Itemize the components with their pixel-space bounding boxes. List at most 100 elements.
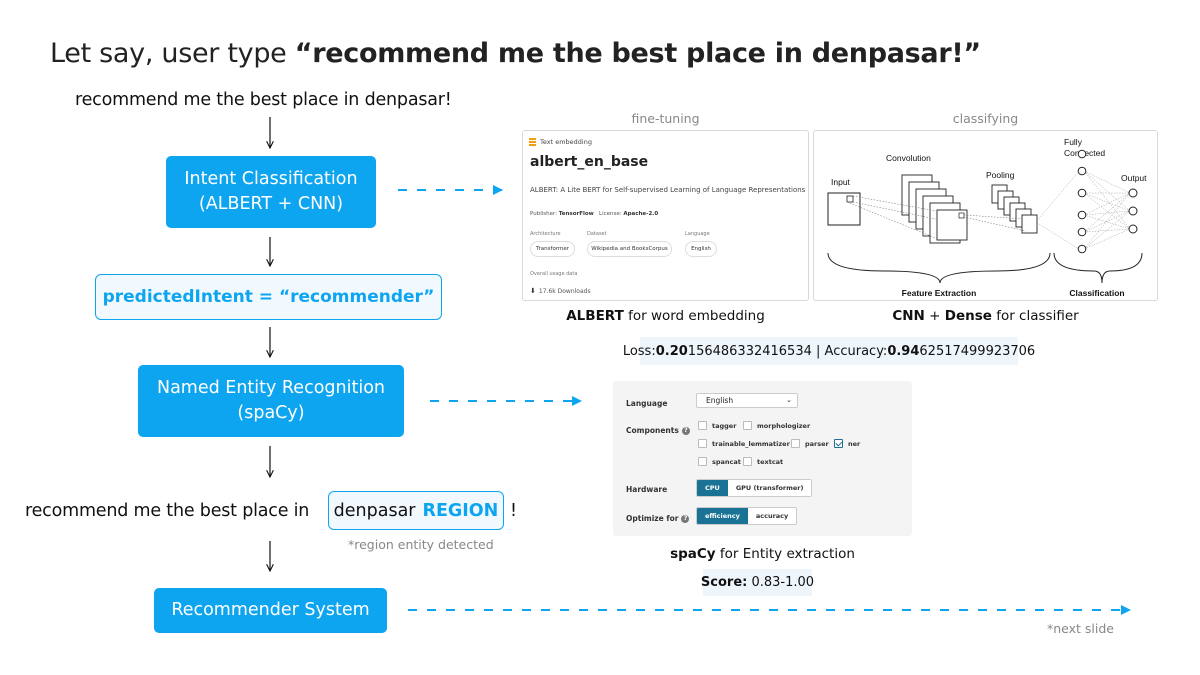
accuracy-bold: 0.94 (887, 343, 920, 359)
architecture-chip[interactable]: Transformer (530, 241, 575, 257)
optimize-accuracy-option[interactable]: accuracy (755, 512, 789, 520)
component-ner-label: ner (848, 439, 861, 448)
loss-label: Loss: (622, 343, 656, 359)
optimize-label: Optimize for? (626, 514, 690, 523)
language-select[interactable]: English ⌄ (696, 393, 798, 408)
classifying-heading: classifying (952, 111, 1019, 126)
optimize-label-text: Optimize for (626, 514, 679, 523)
next-slide-note: *next slide (1047, 621, 1114, 636)
intent-box-line2: (ALBERT + CNN) (198, 194, 344, 214)
intent-box-line1: Intent Classification (184, 169, 358, 189)
output-nodes (1128, 188, 1138, 234)
language-chip[interactable]: English (685, 241, 717, 257)
component-tagger[interactable]: tagger (698, 421, 736, 430)
ner-box-line2: (spaCy) (237, 403, 305, 423)
cnn-caption: CNN + Dense for classifier (813, 308, 1158, 324)
component-trainable-lemmatizer-label: trainable_lemmatizer (712, 439, 790, 448)
slide-title: Let say, user type “recommend me the bes… (50, 38, 981, 69)
entity-label: REGION (422, 500, 499, 521)
usage-label: Overall usage data (530, 271, 578, 277)
predicted-intent-box: predictedIntent = “recommender” (95, 274, 442, 320)
downloads: ⬇17.6k Downloads (530, 287, 591, 295)
optimize-toggle[interactable]: efficiency accuracy (696, 507, 798, 525)
albert-caption: ALBERT for word embedding (522, 308, 809, 324)
architecture-label: Architecture (530, 231, 561, 237)
checkbox-trainable-lemmatizer[interactable] (698, 439, 707, 448)
albert-caption-rest: for word embedding (623, 308, 765, 324)
output-label: Output (1121, 173, 1147, 183)
input-sentence: recommend me the best place in denpasar! (75, 90, 452, 110)
component-trainable-lemmatizer[interactable]: trainable_lemmatizer (698, 439, 790, 448)
publisher-label: Publisher: (530, 211, 558, 217)
component-ner[interactable]: ner (834, 439, 860, 448)
entity-sentence-prefix: recommend me the best place in (25, 501, 310, 521)
accuracy-label: Accuracy: (824, 343, 888, 359)
checkbox-parser[interactable] (791, 439, 800, 448)
cnn-diagram: Input Convolution Pooling (827, 137, 1147, 298)
score-value: 0.83-1.00 (747, 575, 815, 590)
hardware-cpu-option[interactable]: CPU (697, 480, 728, 496)
input-square (827, 192, 861, 226)
download-icon: ⬇ (530, 287, 536, 295)
hardware-label: Hardware (626, 485, 668, 494)
ner-box-line1: Named Entity Recognition (156, 378, 385, 398)
checkbox-textcat[interactable] (743, 457, 752, 466)
input-conv-lines (846, 195, 939, 240)
metrics-separator: | (811, 343, 825, 359)
publisher-meta: Publisher: TensorFlow (530, 211, 594, 217)
component-morphologizer[interactable]: morphologizer (743, 421, 810, 430)
convolution-label: Convolution (886, 153, 931, 163)
help-icon[interactable]: ? (681, 514, 690, 523)
cnn-caption-mid: + (924, 308, 945, 324)
cnn-caption-bold1: CNN (892, 308, 925, 324)
component-spancat[interactable]: spancat (698, 457, 741, 466)
loss-bold: 0.20 (655, 343, 688, 359)
license-value: Apache-2.0 (623, 211, 659, 217)
chevron-down-icon: ⌄ (786, 396, 792, 404)
fc-connections (1036, 170, 1131, 250)
fc-nodes (1077, 149, 1087, 254)
help-icon[interactable]: ? (681, 426, 690, 435)
checkbox-morphologizer[interactable] (743, 421, 752, 430)
component-tagger-label: tagger (712, 421, 737, 430)
checkbox-spancat[interactable] (698, 457, 707, 466)
cnn-caption-rest: for classifier (991, 308, 1079, 324)
component-parser-label: parser (805, 439, 829, 448)
component-parser[interactable]: parser (791, 439, 829, 448)
conv-stack (901, 174, 968, 244)
component-morphologizer-label: morphologizer (757, 421, 811, 430)
language-select-value: English (706, 396, 734, 405)
optimize-efficiency-option[interactable]: efficiency (697, 508, 748, 524)
intent-classification-box: Intent Classification (ALBERT + CNN) (166, 156, 376, 228)
spacy-caption-bold: spaCy (670, 546, 716, 562)
checkbox-ner[interactable] (834, 439, 843, 448)
score-label: Score: (700, 575, 748, 590)
components-label: Components? (626, 426, 690, 435)
dataset-chip[interactable]: Wikipedia and BooksCorpus (587, 241, 672, 257)
downloads-count: 17.6k Downloads (538, 287, 591, 295)
ner-box: Named Entity Recognition (spaCy) (138, 365, 404, 437)
publisher-value: TensorFlow (558, 211, 594, 217)
spacy-caption-rest: for Entity extraction (715, 546, 855, 562)
component-textcat[interactable]: textcat (743, 457, 783, 466)
classification-brace (1053, 252, 1143, 284)
entity-value: denpasar (333, 500, 416, 521)
hardware-toggle[interactable]: CPU GPU (transformer) (696, 479, 813, 497)
stack-icon (529, 138, 536, 146)
component-textcat-label: textcat (757, 457, 784, 466)
input-label: Input (831, 177, 851, 187)
fine-tuning-heading: fine-tuning (631, 111, 700, 126)
title-quote: “recommend me the best place in denpasar… (294, 38, 981, 69)
hardware-gpu-option[interactable]: GPU (transformer) (735, 484, 804, 492)
text-embedding-tag: Text embedding (529, 138, 592, 146)
dataset-label: Dataset (587, 231, 607, 237)
feature-extraction-label: Feature Extraction (902, 288, 977, 298)
albert-caption-bold: ALBERT (566, 308, 624, 324)
tag-label: Text embedding (540, 138, 592, 146)
model-name: albert_en_base (530, 154, 649, 170)
checkbox-tagger[interactable] (698, 421, 707, 430)
cnn-caption-bold2: Dense (944, 308, 992, 324)
entity-sentence-suffix: ! (510, 501, 517, 521)
